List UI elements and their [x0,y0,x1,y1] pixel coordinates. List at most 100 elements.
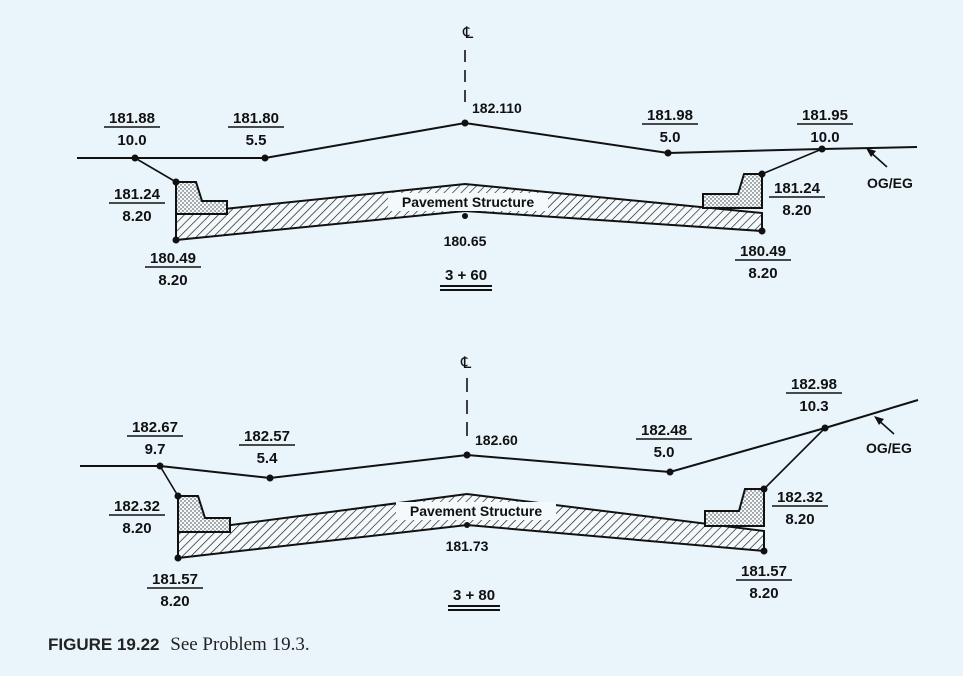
subgrade-edge-point [174,554,182,562]
svg-text:182.48: 182.48 [641,422,687,439]
label-left-curb-top: 181.24 8.20 [109,186,165,225]
curb-right [702,173,763,209]
label-ground-point: 181.98 5.0 [642,107,698,146]
svg-text:8.20: 8.20 [158,272,187,289]
svg-text:182.98: 182.98 [791,376,837,393]
label-left-subgrade-edge: 181.57 8.20 [147,571,203,610]
label-right-curb-top: 182.32 8.20 [772,489,828,528]
pavement-label: Pavement Structure [402,194,534,210]
label-ground-point: 182.98 10.3 [786,376,842,415]
label-right-subgrade-edge: 180.49 8.20 [735,243,791,282]
station-label: 3 + 60 [440,267,492,291]
subgrade-center-elevation: 180.65 [444,233,487,249]
og-eg-label: OG/EG [866,416,912,456]
svg-text:8.20: 8.20 [785,511,814,528]
ground-point [664,149,672,157]
label-ground-point: 182.48 5.0 [636,422,692,461]
figure-caption: FIGURE 19.22 See Problem 19.3. [48,634,310,656]
svg-text:3 + 60: 3 + 60 [445,267,487,284]
svg-text:181.24: 181.24 [114,186,161,203]
svg-text:10.3: 10.3 [799,398,828,415]
svg-text:5.5: 5.5 [246,132,267,149]
centerline-point [461,119,469,127]
subgrade-center-point [462,213,468,219]
section-3-80: ℄ Pavement Structure 182.67 9.7 182.57 [80,353,919,611]
label-right-curb-top: 181.24 8.20 [769,180,825,219]
label-left-subgrade-edge: 180.49 8.20 [145,250,201,289]
ground-point [266,474,274,482]
svg-text:8.20: 8.20 [160,593,189,610]
figure-caption-text: See Problem 19.3. [170,634,310,655]
label-right-subgrade-edge: 181.57 8.20 [736,563,792,602]
svg-text:181.88: 181.88 [109,110,155,127]
ground-point [818,145,826,153]
pavement-label-bg [396,502,556,520]
label-left-curb-top: 182.32 8.20 [109,498,165,537]
og-eg-label: OG/EG [866,148,913,191]
curb-top-point [174,492,182,500]
svg-text:180.49: 180.49 [150,250,196,267]
centerline-symbol: ℄ [462,23,474,42]
label-ground-point: 182.57 5.4 [239,428,295,467]
svg-text:181.24: 181.24 [774,180,821,197]
slope-right [761,148,823,175]
svg-text:OG/EG: OG/EG [867,175,913,191]
ground-point [821,424,829,432]
svg-text:8.20: 8.20 [749,585,778,602]
svg-text:182.67: 182.67 [132,419,178,436]
label-ground-point: 181.95 10.0 [797,107,853,146]
svg-text:10.0: 10.0 [810,129,839,146]
centerline-elevation: 182.110 [472,100,522,116]
section-3-60: ℄ Pavement Structure 181.88 10.0 181.80 [77,23,918,291]
svg-text:181.57: 181.57 [741,563,787,580]
curb-right [704,488,765,527]
pavement-label: Pavement Structure [410,503,542,519]
centerline-symbol: ℄ [460,353,472,372]
svg-text:8.20: 8.20 [748,265,777,282]
figure-number: FIGURE 19.22 [48,635,160,654]
curb-left [175,181,228,215]
curb-top-point [758,170,766,178]
svg-text:5.0: 5.0 [654,444,675,461]
svg-text:3 + 80: 3 + 80 [453,587,495,604]
curb-top-point [172,178,180,186]
svg-text:180.49: 180.49 [740,243,786,260]
label-ground-point: 181.80 5.5 [228,110,284,149]
ground-point [131,154,139,162]
centerline-elevation: 182.60 [475,432,518,448]
svg-text:182.32: 182.32 [114,498,160,515]
svg-text:8.20: 8.20 [122,520,151,537]
svg-text:181.57: 181.57 [152,571,198,588]
svg-text:181.80: 181.80 [233,110,279,127]
ground-line [77,121,918,159]
curb-top-point [760,485,768,493]
slope-left [134,157,177,183]
subgrade-edge-point [758,227,766,235]
svg-text:182.32: 182.32 [777,489,823,506]
slope-left [159,465,179,497]
subgrade-edge-point [172,236,180,244]
subgrade-center-elevation: 181.73 [446,538,489,554]
svg-text:9.7: 9.7 [145,441,166,458]
centerline-point [463,451,471,459]
pavement-structure [175,182,763,242]
label-ground-point: 181.88 10.0 [104,110,160,149]
svg-text:8.20: 8.20 [782,202,811,219]
subgrade-center-point [464,522,470,528]
svg-text:182.57: 182.57 [244,428,290,445]
curb-left [177,495,231,533]
ground-point [261,154,269,162]
svg-text:10.0: 10.0 [117,132,146,149]
label-ground-point: 182.67 9.7 [127,419,183,458]
subgrade-edge-point [760,547,768,555]
ground-point [156,462,164,470]
svg-text:181.95: 181.95 [802,107,848,124]
svg-text:5.4: 5.4 [257,450,279,467]
svg-text:181.98: 181.98 [647,107,693,124]
station-label: 3 + 80 [448,587,500,611]
svg-text:OG/EG: OG/EG [866,440,912,456]
svg-text:8.20: 8.20 [122,208,151,225]
svg-text:5.0: 5.0 [660,129,681,146]
